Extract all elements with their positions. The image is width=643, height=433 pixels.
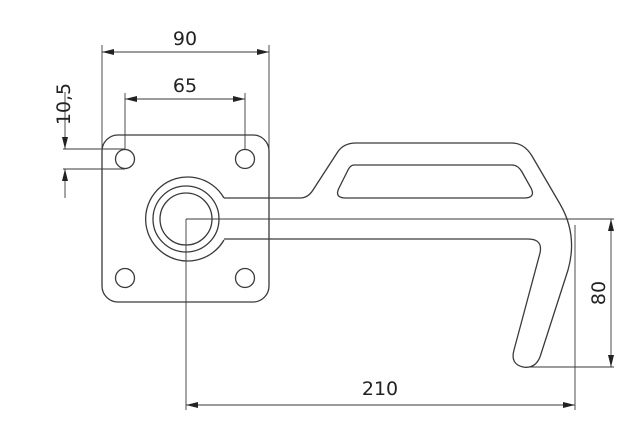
dimension-hook-height: 80: [528, 219, 614, 368]
mounting-hole: [234, 148, 256, 170]
dimension-label-10-5: 10,5: [53, 83, 75, 125]
bracket-arm: [224, 142, 573, 368]
bracket-slot: [336, 164, 534, 199]
mounting-plate: [101, 134, 270, 303]
dimension-label-90: 90: [173, 28, 197, 50]
dimension-arm-length: 210: [186, 225, 576, 410]
dimension-label-65: 65: [173, 75, 197, 97]
dimension-label-80: 80: [588, 281, 610, 305]
dimension-hole-diameter: 10,5: [53, 83, 125, 198]
mounting-hole: [114, 148, 136, 170]
mounting-hole: [234, 267, 256, 289]
dimension-hole-spacing: 65: [124, 75, 246, 150]
mounting-hole: [114, 267, 136, 289]
dimension-plate-width: 90: [101, 28, 270, 150]
dimension-label-210: 210: [362, 378, 398, 400]
